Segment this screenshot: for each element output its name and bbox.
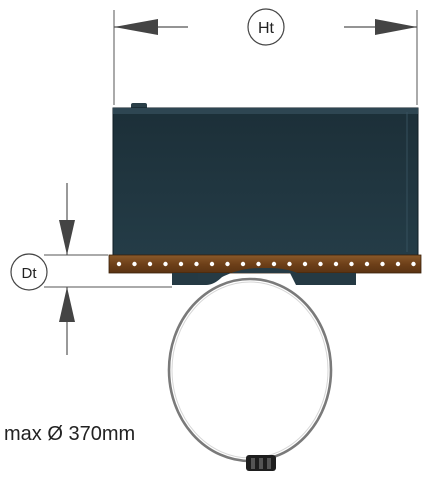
- ht-arrow-left: [114, 19, 158, 35]
- housing-body: [112, 107, 419, 257]
- dt-label: Dt: [22, 265, 38, 282]
- pipe-clamp: [167, 277, 333, 471]
- rail-hole: [287, 261, 292, 267]
- rail-hole: [225, 261, 230, 267]
- rail-hole: [333, 261, 339, 267]
- clamp-ring: [167, 277, 333, 463]
- ht-label: Ht: [258, 20, 275, 37]
- rail-hole: [194, 261, 199, 267]
- clamp-ring-inner-highlight: [171, 281, 329, 459]
- ht-dimension: Ht: [113, 8, 418, 105]
- rail-hole: [411, 261, 416, 267]
- rail-hole: [395, 261, 401, 267]
- rail-hole: [302, 261, 308, 267]
- clamp-spec-label: max Ø 370mm: [4, 423, 136, 445]
- rail-holes: [116, 261, 416, 267]
- rail-hole: [116, 261, 122, 267]
- rail-hole: [349, 261, 354, 267]
- dt-arrow-up: [59, 287, 75, 322]
- rail-hole: [209, 261, 215, 267]
- rail-hole: [147, 261, 153, 267]
- rail-hole: [318, 261, 323, 267]
- ht-arrow-right: [375, 19, 417, 35]
- dt-arrow-down: [59, 220, 75, 255]
- device-housing: [112, 103, 419, 257]
- rail-hole: [240, 261, 246, 267]
- clamp-screw: [246, 455, 276, 471]
- clamp-bracket: [172, 268, 356, 285]
- rail-hole: [256, 261, 261, 267]
- rail-hole: [178, 261, 184, 267]
- dt-label-circle: [10, 253, 48, 291]
- dt-dimension: Dt: [10, 183, 172, 355]
- rail-hole: [132, 261, 137, 267]
- rail-hole: [364, 261, 370, 267]
- rail-hole: [380, 261, 385, 267]
- ht-label-circle: [247, 8, 285, 46]
- rail-hole: [271, 261, 277, 267]
- housing-top-edge: [113, 108, 418, 114]
- rail-hole: [163, 261, 168, 267]
- bracket-right-foot: [290, 273, 356, 285]
